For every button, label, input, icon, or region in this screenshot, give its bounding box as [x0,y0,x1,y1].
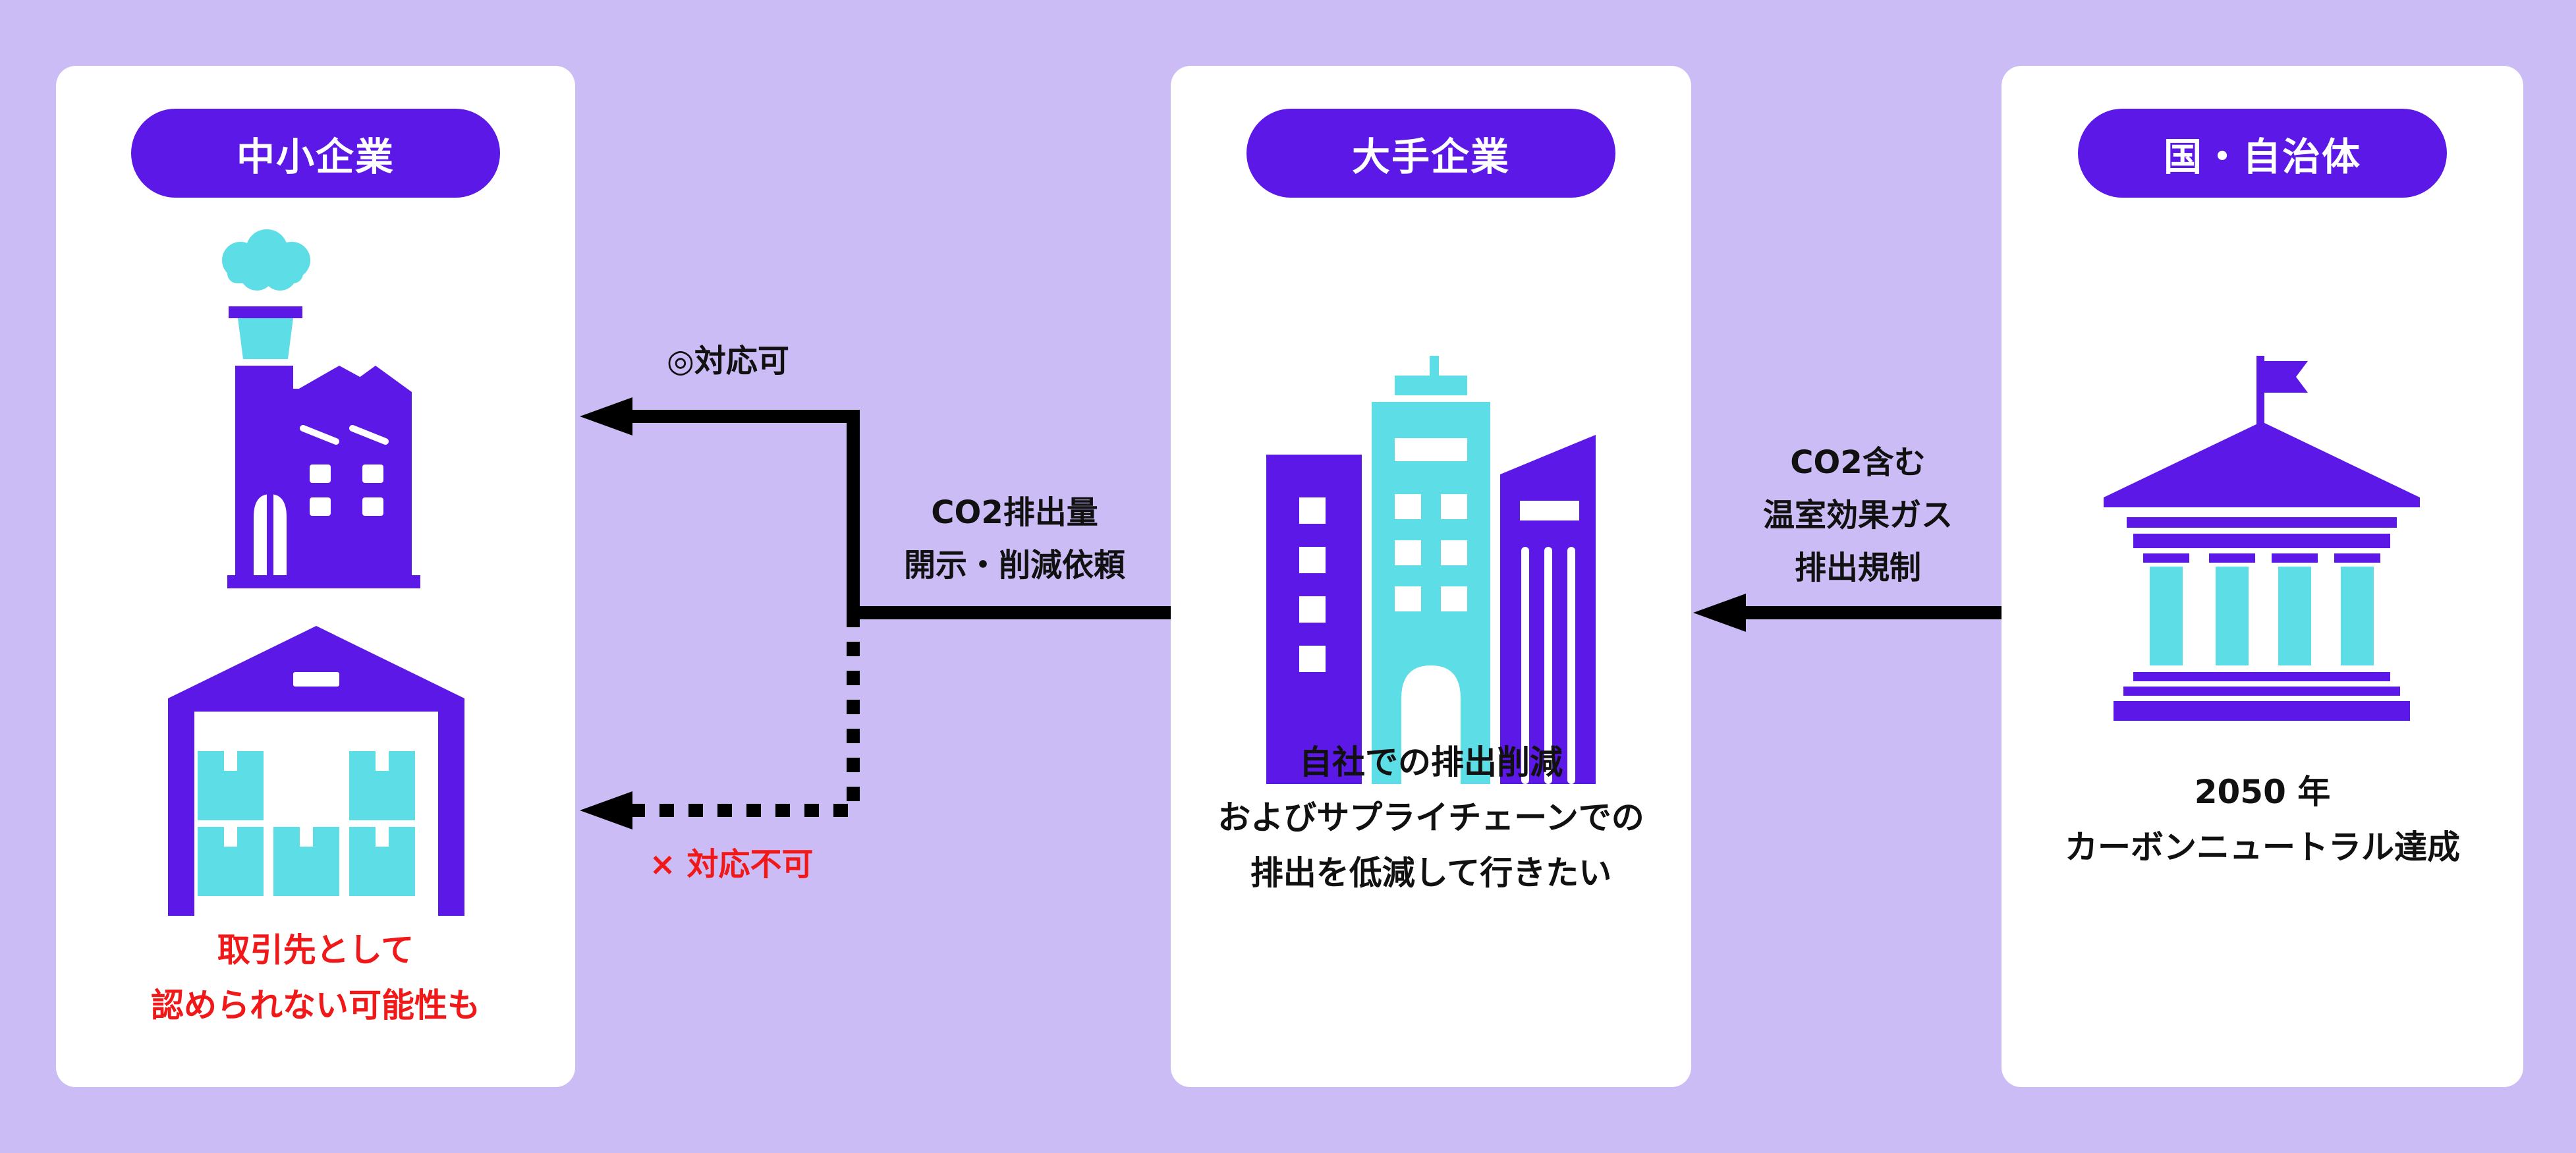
large-company-desc: 自社での排出削減 およびサプライチェーンでの 排出を低減して行きたい [1171,735,1691,901]
regulation-label-line: 温室効果ガス [1762,497,1953,534]
can-respond-label: ◎対応可 [667,343,789,380]
government-panel: 国・自治体 2050 年 カーボンニュートラル達成 [2002,66,2523,1087]
regulation-label-line: 排出規制 [1794,549,1921,586]
government-desc-line: カーボンニュートラル達成 [2065,828,2460,866]
government-building-icon [2104,356,2420,721]
office-buildings-icon [1266,356,1596,784]
regulation-label: CO2含む 温室効果ガス 排出規制 [1726,436,1990,594]
sme-warning-line: 認められない可能性も [151,986,480,1025]
cannot-respond-arrow [580,613,860,830]
factory-icon [222,229,420,588]
large-company-desc-line: 自社での排出削減 [1299,743,1563,781]
sme-title: 中小企業 [131,109,500,198]
government-desc: 2050 年 カーボンニュートラル達成 [2002,764,2523,875]
government-title: 国・自治体 [2078,109,2447,198]
government-desc-line: 2050 年 [2194,773,2331,811]
sme-panel: 中小企業 [56,66,575,1087]
regulation-arrow [1693,594,2002,632]
cannot-respond-label: × 対応不可 [649,846,814,883]
can-respond-arrow [580,397,1171,619]
sme-warning-line: 取引先として [217,931,414,969]
large-company-panel: 大手企業 自社での [1171,66,1691,1087]
large-company-desc-line: およびサプライチェーンでの [1218,799,1644,837]
warehouse-icon [168,626,464,916]
request-label-line: CO2排出量 [931,494,1098,531]
large-company-desc-line: 排出を低減して行きたい [1250,854,1612,892]
sme-warning-note: 取引先として 認められない可能性も [56,922,575,1033]
request-label: CO2排出量 開示・削減依頼 [870,486,1160,592]
request-label-line: 開示・削減依頼 [903,547,1125,584]
regulation-label-line: CO2含む [1790,444,1926,481]
large-company-title: 大手企業 [1246,109,1615,198]
